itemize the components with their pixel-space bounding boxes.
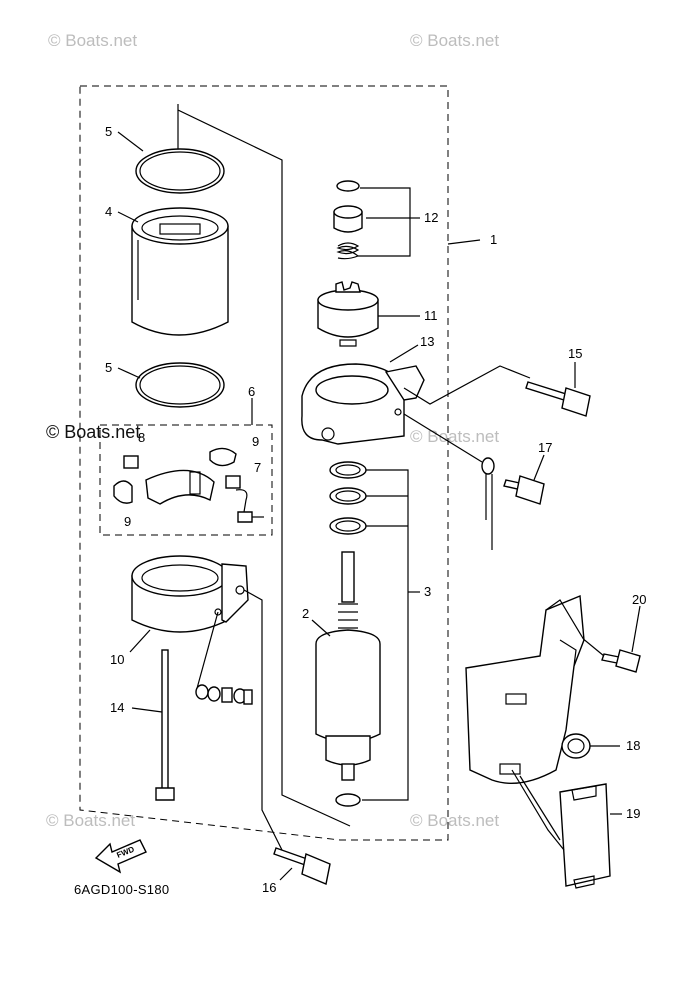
leader-line: [117, 367, 141, 379]
callout-9: 9: [252, 434, 259, 449]
callout-17: 17: [538, 440, 552, 455]
bolt-17-and-lead: [403, 413, 545, 550]
washer-set: [195, 684, 253, 705]
leader-line: [533, 454, 545, 481]
shim-washer-set: [329, 461, 367, 807]
callout-12: 12: [424, 210, 438, 225]
watermark: © Boats.net: [48, 31, 137, 50]
leader-line: [631, 605, 641, 653]
leader-line: [279, 867, 293, 881]
leader-line: [447, 239, 481, 245]
assembly-boundary: [79, 85, 449, 841]
leader-line: [117, 131, 144, 152]
watermark-group: © Boats.net © Boats.net © Boats.net © Bo…: [46, 31, 499, 830]
pinion-gear: [317, 281, 379, 347]
bolt-20: [601, 649, 641, 673]
leader-line: [131, 707, 163, 713]
watermark: © Boats.net: [410, 31, 499, 50]
o-ring-lower: [135, 362, 225, 408]
callout-5: 5: [105, 124, 112, 139]
callout-10: 10: [110, 652, 124, 667]
leader-line: [389, 344, 419, 363]
watermark: © Boats.net: [410, 811, 499, 830]
yoke-housing: [131, 207, 229, 336]
end-cover: [131, 555, 249, 633]
callout-16: 16: [262, 880, 276, 895]
leader-line: [511, 769, 565, 851]
callout-1: 1: [490, 232, 497, 247]
callout-numbers: 1 2 3 4 5 5 6 7 8 9 9 10 11 12 13 14 15 …: [105, 124, 646, 895]
watermark: © Boats.net: [46, 422, 140, 442]
watermark: © Boats.net: [410, 427, 499, 446]
bolt-15: [525, 381, 591, 417]
pinion-stopper-set: [333, 180, 363, 260]
diagram-code: 6AGD100-S180: [74, 882, 169, 897]
brush-holder-box: [99, 424, 273, 536]
brush-holder-assembly: [113, 447, 264, 523]
callout-7: 7: [254, 460, 261, 475]
starter-cover-plate: [465, 594, 591, 785]
through-bolt: [155, 649, 175, 801]
leader-line: [243, 589, 283, 851]
o-ring-upper: [135, 148, 225, 194]
callout-19: 19: [626, 806, 640, 821]
starter-bracket: [301, 363, 425, 445]
callout-15: 15: [568, 346, 582, 361]
fwd-direction-arrow: FWD: [94, 839, 147, 874]
callout-5: 5: [105, 360, 112, 375]
bolt-16: [273, 847, 331, 885]
leader-line: [358, 187, 411, 257]
leader-line: [362, 469, 409, 801]
callout-11: 11: [424, 308, 438, 323]
watermark: © Boats.net: [46, 811, 135, 830]
leader-line: [519, 775, 561, 841]
callout-3: 3: [424, 584, 431, 599]
callout-20: 20: [632, 592, 646, 607]
callout-6: 6: [248, 384, 255, 399]
callout-4: 4: [105, 204, 112, 219]
leader-line: [129, 629, 151, 653]
leader-line: [403, 365, 531, 405]
leader-line: [311, 619, 331, 637]
leader-line: [195, 611, 219, 693]
callout-14: 14: [110, 700, 124, 715]
armature: [315, 551, 381, 781]
cover-lid: [559, 783, 611, 889]
leader-line: [117, 211, 139, 223]
callout-9: 9: [124, 514, 131, 529]
callout-18: 18: [626, 738, 640, 753]
callout-13: 13: [420, 334, 434, 349]
callout-2: 2: [302, 606, 309, 621]
callout-8: 8: [138, 430, 145, 445]
axis-guide-line: [177, 104, 351, 827]
